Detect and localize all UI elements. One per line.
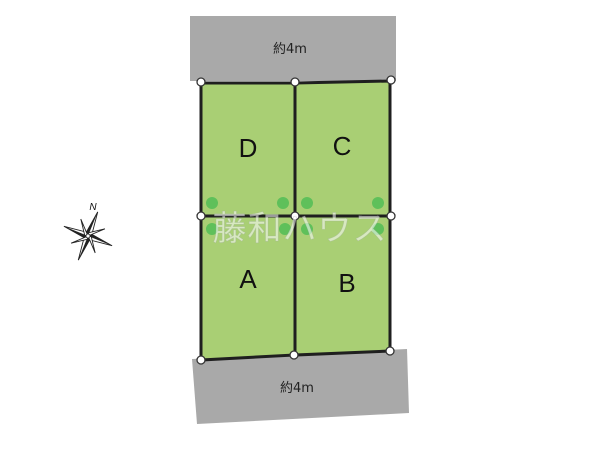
tree-icon <box>206 223 218 235</box>
tree-icon <box>277 197 289 209</box>
boundary-marker <box>386 211 396 221</box>
compass-rose-icon <box>63 211 113 261</box>
tree-icon <box>279 223 291 235</box>
boundary-marker <box>290 77 300 87</box>
south-road-label: 約4m <box>280 381 314 396</box>
lot-d-label: D <box>239 133 258 163</box>
boundary-markers <box>196 75 396 365</box>
lot-c-label: C <box>333 131 352 161</box>
boundary-marker <box>196 355 206 365</box>
watermark: 藤和ハウス <box>213 209 388 249</box>
boundary-marker <box>385 346 395 356</box>
tree-icon <box>206 197 218 209</box>
boundary-marker <box>196 211 206 221</box>
lot-b-label: B <box>338 268 355 298</box>
tree-icon <box>372 223 384 235</box>
tree-icon <box>372 197 384 209</box>
boundary-marker <box>289 350 299 360</box>
tree-icon <box>301 197 313 209</box>
tree-symbols <box>206 197 384 235</box>
north-road <box>190 16 396 81</box>
tree-icon <box>301 223 313 235</box>
boundary-marker <box>290 211 300 221</box>
north-road-label: 約4m <box>273 42 307 57</box>
south-road <box>192 349 409 424</box>
boundary-marker <box>196 77 206 87</box>
compass-north-label: N <box>89 202 97 213</box>
lots <box>199 79 392 362</box>
boundary-marker <box>386 75 396 85</box>
lot-a-label: A <box>239 264 257 294</box>
